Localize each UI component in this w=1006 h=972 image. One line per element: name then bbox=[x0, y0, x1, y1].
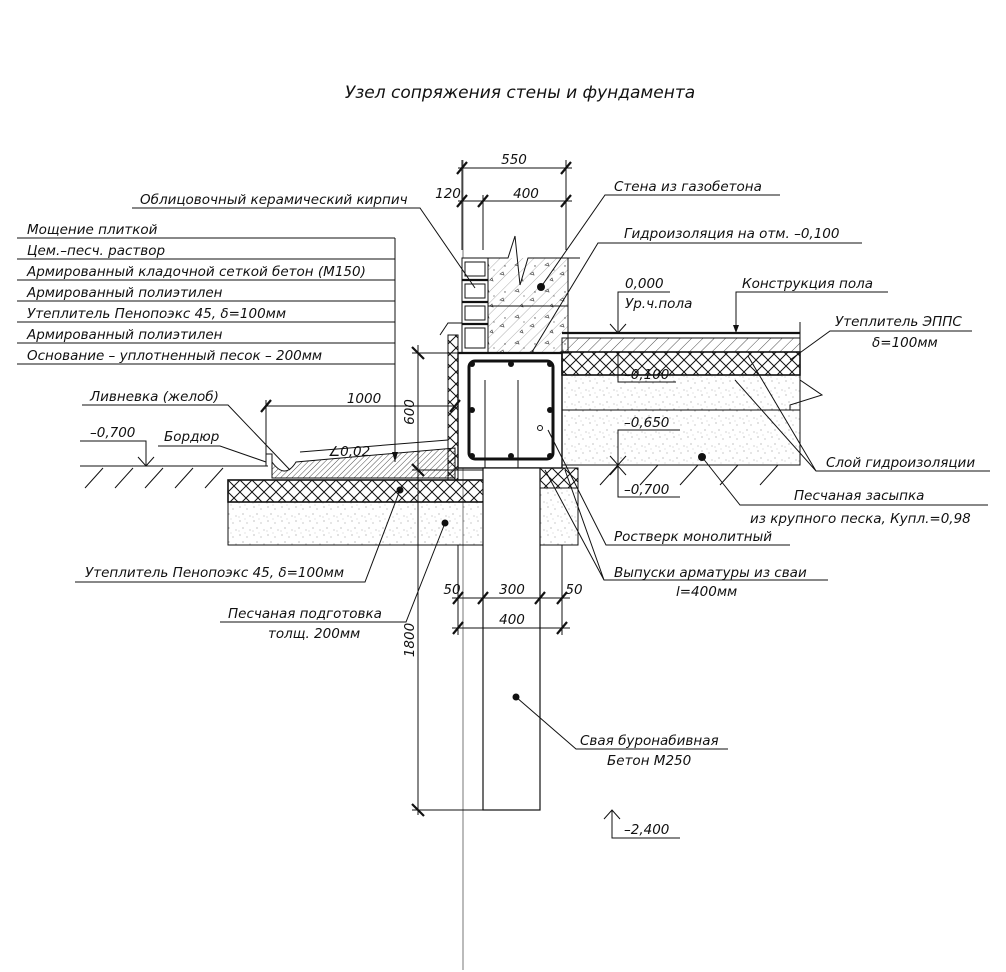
label-sand-backfill-2: из крупного песка, Купл.=0,98 bbox=[750, 511, 971, 527]
label-eps-thickness: δ=100мм bbox=[872, 335, 938, 351]
blind-area-insulation bbox=[227, 479, 489, 503]
dim-1800: 1800 bbox=[402, 623, 418, 657]
layer-label: Армированный полиэтилен bbox=[26, 285, 223, 301]
label-rebar: Выпуски арматуры из сваи bbox=[614, 565, 807, 581]
label-sand-prep: Песчаная подготовка bbox=[228, 606, 382, 622]
label-grillage: Ростверк монолитный bbox=[614, 529, 772, 545]
label-rebar-length: l=400мм bbox=[676, 584, 737, 600]
dim-300: 300 bbox=[499, 582, 525, 598]
blind-area-concrete bbox=[271, 447, 456, 479]
layer-label: Мощение плиткой bbox=[27, 222, 158, 238]
ground-left bbox=[80, 465, 268, 489]
label-facing-brick: Облицовочный керамический кирпич bbox=[140, 192, 408, 208]
dim-400: 400 bbox=[513, 186, 539, 202]
bored-pile bbox=[482, 467, 541, 811]
label-curb: Бордюр bbox=[164, 429, 219, 445]
label-waterproof-layer: Слой гидроизоляции bbox=[826, 455, 975, 471]
label-floor-construction: Конструкция пола bbox=[742, 276, 873, 292]
level-m700-left: –0,700 bbox=[90, 425, 135, 441]
label-insulation-bottom: Утеплитель Пенопоэкс 45, δ=100мм bbox=[85, 565, 344, 581]
dim-550: 550 bbox=[501, 152, 527, 168]
paving-surface bbox=[299, 439, 449, 453]
ground-right bbox=[562, 464, 800, 486]
sand-preparation bbox=[227, 501, 489, 546]
level-m100: –0,100 bbox=[624, 367, 669, 383]
label-floor-level: Ур.ч.пола bbox=[625, 296, 692, 312]
level-m2400: –2,400 bbox=[624, 822, 669, 838]
drip-flashing bbox=[439, 322, 462, 336]
layer-label: Армированный полиэтилен bbox=[26, 327, 223, 343]
label-eps: Утеплитель ЭППС bbox=[835, 314, 962, 330]
dimension-top: 550 120 400 bbox=[435, 152, 572, 250]
dim-600: 600 bbox=[402, 399, 418, 425]
drawing-title: Узел сопряжения стены и фундамента bbox=[345, 83, 695, 103]
label-gas-wall: Стена из газобетона bbox=[614, 179, 762, 195]
layer-label: Основание – уплотненный песок – 200мм bbox=[27, 348, 322, 364]
dim-50-right: 50 bbox=[565, 582, 582, 598]
facing-brick bbox=[461, 257, 489, 354]
grillage-right-sand bbox=[539, 487, 579, 546]
label-pile-concrete: Бетон М250 bbox=[607, 753, 691, 769]
label-waterproof-100: Гидроизоляция на отм. –0,100 bbox=[624, 226, 839, 242]
dim-120: 120 bbox=[435, 186, 461, 202]
layer-label: Утеплитель Пенопоэкс 45, δ=100мм bbox=[27, 306, 286, 322]
gas-concrete-wall bbox=[487, 235, 580, 354]
dim-1000: 1000 bbox=[347, 391, 381, 407]
dimension-1000: 1000 bbox=[260, 391, 461, 460]
layer-label: Цем.–песч. раствор bbox=[27, 243, 165, 259]
label-pile: Свая буронабивная bbox=[580, 733, 719, 749]
label-slope: ∠0,02 bbox=[328, 444, 370, 460]
level-m650: –0,650 bbox=[624, 415, 669, 431]
grillage bbox=[457, 351, 563, 469]
level-0: 0,000 bbox=[625, 276, 664, 292]
layer-label: Армированный кладочной сеткой бетон (М15… bbox=[26, 264, 366, 280]
floor-structure bbox=[561, 322, 824, 466]
level-m700-right: –0,700 bbox=[624, 482, 669, 498]
label-gutter: Ливневка (желоб) bbox=[89, 389, 219, 405]
dimension-vertical: 600 1800 bbox=[402, 345, 483, 817]
dim-400-grillage: 400 bbox=[499, 612, 525, 628]
dim-50-left: 50 bbox=[443, 582, 460, 598]
blind-area-layer-list: Мощение плиткой Цем.–песч. раствор Армир… bbox=[17, 222, 398, 462]
dimension-bottom: 50 300 50 400 bbox=[443, 545, 583, 635]
label-sand-prep-2: толщ. 200мм bbox=[268, 626, 360, 642]
label-sand-backfill: Песчаная засыпка bbox=[794, 488, 924, 504]
